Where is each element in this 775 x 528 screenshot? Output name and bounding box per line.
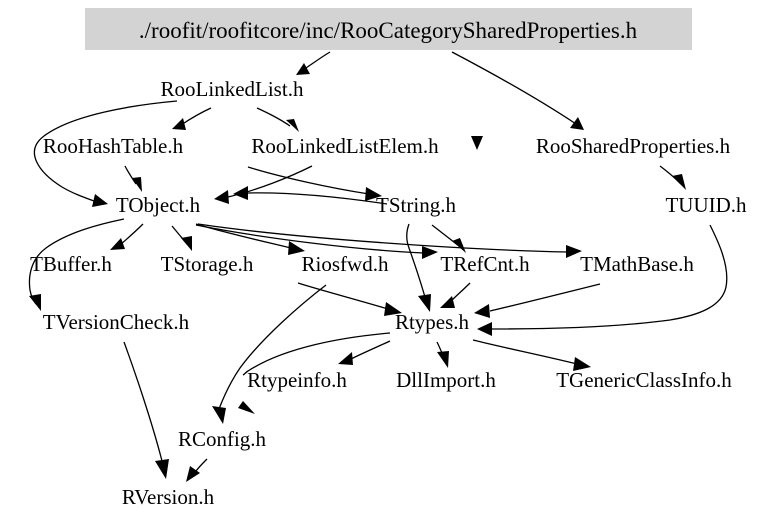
arrowhead — [440, 296, 455, 308]
edge-TString-to-TObject — [233, 186, 388, 205]
node-TVersionCheck[interactable]: TVersionCheck.h — [43, 310, 190, 334]
arrowhead — [477, 322, 492, 336]
edge-TObject-to-TMathBase — [197, 223, 582, 258]
node-TBuffer[interactable]: TBuffer.h — [30, 252, 112, 276]
arrowhead — [437, 351, 449, 368]
arrowhead — [338, 352, 353, 365]
edge-TObject-to-TStorage — [171, 225, 192, 251]
edge-TUUID-to-Rtypes — [477, 224, 728, 336]
edge-RooLinkedList-to-TObject — [33, 100, 178, 207]
edge-TObject-to-TVersionCheck — [28, 218, 125, 311]
edge-TObject-to-TBuffer — [110, 223, 144, 250]
edge-RooLinkedList-to-RooHashTable — [172, 107, 212, 130]
node-layer: RooLinkedList.h RooHashTable.h RooLinked… — [30, 77, 747, 509]
node-RVersion[interactable]: RVersion.h — [122, 485, 215, 509]
edge-TRefCnt-to-Rtypes — [440, 282, 471, 308]
node-Rtypeinfo[interactable]: Rtypeinfo.h — [247, 368, 347, 392]
node-RooSharedProperties[interactable]: RooSharedProperties.h — [536, 134, 731, 158]
edge-Rtypes-to-RConfig — [238, 332, 391, 414]
edge-RooLinkedListElem-marker — [471, 136, 483, 150]
arrowhead — [212, 406, 226, 424]
node-RooLinkedListElem[interactable]: RooLinkedListElem.h — [251, 134, 439, 158]
edge-RooLinkedList-to-RooLinkedListElem — [256, 107, 299, 132]
edge-root-to-RooLinkedList — [296, 51, 331, 75]
node-TUUID[interactable]: TUUID.h — [665, 193, 747, 217]
edge-RooHashTable-to-TObject — [124, 165, 142, 192]
arrowhead — [384, 302, 402, 316]
node-Riosfwd[interactable]: Riosfwd.h — [302, 252, 389, 276]
arrowhead — [474, 304, 490, 318]
arrowhead — [155, 459, 169, 479]
edge-Riosfwd-to-Rtypes — [297, 282, 402, 316]
edge-Rtypes-to-Rtypeinfo — [338, 340, 391, 365]
root-node[interactable]: ./roofit/roofitcore/inc/RooCategoryShare… — [85, 8, 692, 50]
edge-TObject-to-TRefCnt — [195, 224, 438, 259]
arrowhead — [238, 401, 255, 414]
node-TObject[interactable]: TObject.h — [116, 193, 201, 217]
arrowhead — [286, 119, 299, 132]
edge-TVersionCheck-to-RVersion — [123, 341, 169, 479]
arrowhead — [29, 294, 41, 311]
edge-Rtypes-to-TGenericClassInfo — [472, 339, 591, 371]
edge-RooSharedProps-to-TUUID — [659, 165, 686, 190]
arrowhead — [672, 174, 686, 190]
arrowhead — [172, 118, 186, 130]
arrowhead — [92, 194, 108, 207]
arrowhead — [418, 294, 431, 312]
arrowhead — [573, 357, 591, 371]
node-TRefCnt[interactable]: TRefCnt.h — [440, 252, 530, 276]
arrowhead — [181, 236, 192, 251]
arrowhead — [288, 241, 305, 255]
arrowhead — [471, 136, 483, 150]
arrowhead — [566, 245, 582, 258]
node-TStorage[interactable]: TStorage.h — [161, 252, 254, 276]
node-TGenericClassInfo[interactable]: TGenericClassInfo.h — [556, 368, 732, 392]
node-Rtypes[interactable]: Rtypes.h — [395, 310, 470, 334]
node-TString[interactable]: TString.h — [376, 193, 456, 217]
arrowhead — [365, 187, 382, 201]
arrowhead — [452, 238, 466, 253]
node-TMathBase[interactable]: TMathBase.h — [580, 252, 694, 276]
edge-TMathBase-to-Rtypes — [474, 283, 601, 318]
arrowhead — [132, 177, 142, 192]
node-RooLinkedList[interactable]: RooLinkedList.h — [161, 77, 304, 101]
edge-Rtypes-to-DllImport — [436, 341, 449, 368]
node-DllImport[interactable]: DllImport.h — [396, 368, 496, 392]
edge-TString-to-TRefCnt — [431, 224, 466, 253]
arrowhead — [110, 238, 125, 250]
edge-RConfig-to-RVersion — [186, 458, 208, 482]
arrowhead — [296, 63, 310, 75]
edge-layer — [28, 51, 728, 482]
node-RooHashTable[interactable]: RooHashTable.h — [43, 134, 184, 158]
node-RConfig[interactable]: RConfig.h — [178, 427, 267, 451]
edge-TString-to-Rtypes — [406, 223, 431, 312]
root-node-box — [85, 8, 692, 50]
arrowhead — [186, 466, 200, 482]
arrowhead — [214, 190, 229, 204]
arrowhead — [233, 186, 248, 200]
arrowhead — [422, 246, 438, 259]
edge-RooLinkedListElem-to-TString — [247, 166, 382, 201]
arrowhead — [570, 117, 584, 130]
root-node-label: ./roofit/roofitcore/inc/RooCategoryShare… — [139, 18, 638, 43]
edge-Riosfwd-to-RConfig — [212, 284, 327, 424]
edge-root-to-RooSharedProps — [451, 51, 584, 130]
